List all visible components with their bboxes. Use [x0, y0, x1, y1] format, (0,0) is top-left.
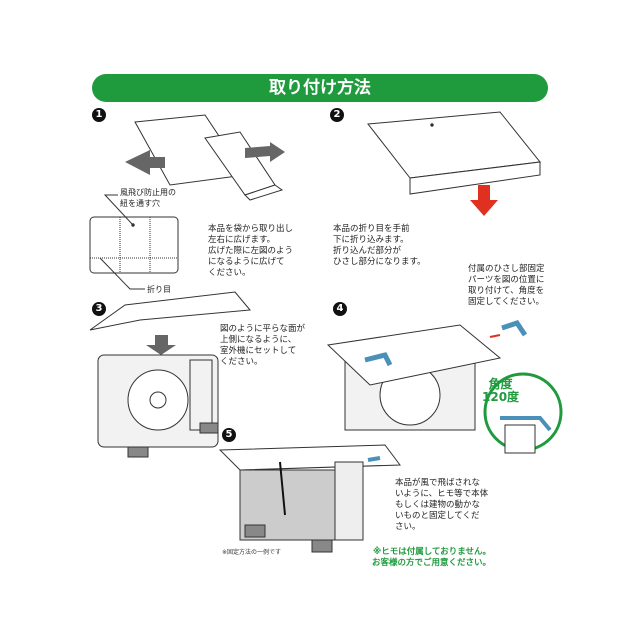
step1-sheet-illustration	[89, 114, 285, 290]
title-bar: 取り付け方法	[92, 74, 548, 102]
step-2-badge: 2	[330, 108, 344, 122]
hole-label: 風飛び防止用の 紐を通す穴	[120, 188, 176, 208]
step-4-text: 付属のひさし部固定 パーツを図の位置に 取り付けて、角度を 固定してください。	[468, 264, 545, 307]
step4-unit-illustration	[326, 320, 563, 454]
arrow-right-icon	[245, 142, 285, 162]
step-1-text: 本品を袋から取り出し 左右に広げます。 広げた際に左図のよう になるように広げて…	[208, 224, 294, 278]
step2-sheet-illustration	[367, 111, 541, 216]
step-4-badge: 4	[333, 302, 347, 316]
step-5-text: 本品が風で飛ばされな いように、ヒモ等で本体 もしくは建物の動かな いものと固定…	[395, 478, 489, 532]
step-2-text: 本品の折り目を手前 下に折り込みます。 折り込んだ部分が ひさし部分になります。	[333, 224, 426, 267]
step5-unit-illustration	[218, 444, 401, 553]
step-3-text: 図のように平らな面が 上側になるように、 室外機にセットして ください。	[220, 324, 306, 367]
arrow-down-icon	[470, 185, 498, 216]
example-note: ※固定方法の一例です	[222, 549, 282, 556]
string-not-included-note: ※ヒモは付属しておりません。 お客様の方でご用意ください。	[372, 547, 492, 568]
fold-label: 折り目	[147, 285, 171, 294]
arrow-left-icon	[125, 150, 165, 175]
step3-unit-illustration	[89, 291, 251, 458]
step-1-badge: 1	[92, 108, 106, 122]
step-3-badge: 3	[92, 302, 106, 316]
angle-label: 角度 120度	[482, 377, 520, 404]
step-5-badge: 5	[222, 428, 236, 442]
